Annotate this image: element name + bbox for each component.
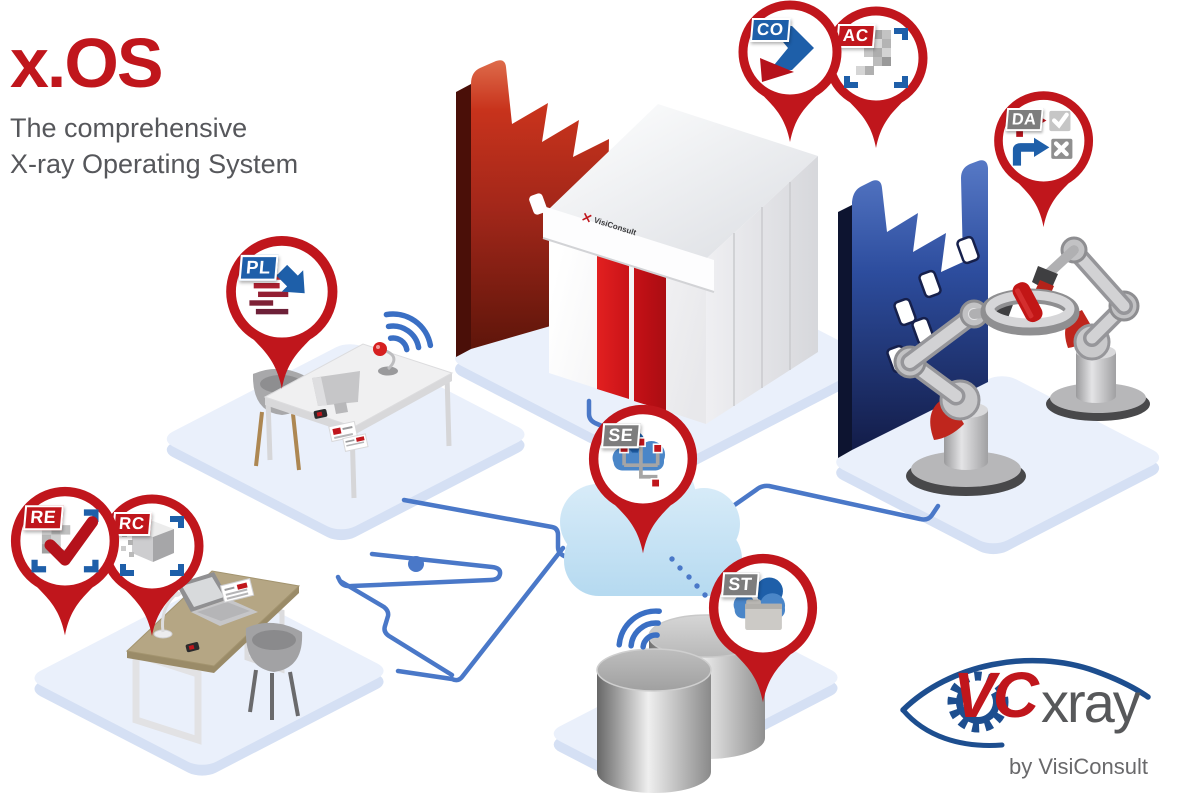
cabinet-door-left: [597, 254, 629, 399]
robot-arms: [893, 236, 1150, 496]
turntable-ring: [980, 282, 1080, 336]
pin-badge: ST: [720, 572, 760, 597]
pin-re: RE: [2, 480, 128, 644]
title-block: x.OS The comprehensive X-ray Operating S…: [10, 28, 298, 183]
vcxray-eye-gear-icon: [900, 657, 1151, 748]
xray-cabinet-building: [542, 104, 818, 424]
pin-badge: PL: [238, 254, 279, 281]
vcxray-logo: VC xray by VisiConsult: [895, 646, 1195, 806]
building-brand-label: VisiConsult: [581, 212, 637, 237]
logo-byline: by VisiConsult: [1009, 754, 1148, 779]
wifi-icon: [383, 311, 434, 353]
desk-lamp: [373, 342, 398, 376]
network-lines: [335, 398, 941, 683]
papers: [313, 409, 369, 452]
pin-co: CO: [730, 0, 850, 150]
wifi-icon-storage: [616, 608, 662, 650]
laptop-desk-chair: [245, 622, 303, 720]
papers: [185, 578, 255, 653]
subtitle-line1: The comprehensive: [10, 113, 248, 143]
cabinet-lintel: [543, 206, 714, 292]
red-test-part: [1012, 282, 1043, 323]
pin-se: SE: [580, 398, 706, 562]
cabinet-door-right: [634, 266, 666, 411]
robot-arm-right: [1032, 236, 1150, 421]
pin-badge: CO: [749, 18, 791, 42]
cloud: [560, 452, 742, 596]
visiconsult-mark-icon: [582, 212, 592, 223]
pin-badge: SE: [600, 423, 641, 448]
blue-factory-silhouette: [838, 160, 988, 458]
logo-xray-text: xray: [1041, 671, 1141, 734]
desktop-monitor: [312, 371, 360, 414]
dotted-link: [669, 556, 708, 598]
pin-st: ST: [700, 547, 826, 711]
robot-arm-left: [893, 296, 1026, 496]
product-name: x.OS: [10, 24, 164, 102]
cloud-folder-icon: [733, 577, 786, 630]
laptop-desk: [125, 570, 303, 745]
logo-vc-text: VC: [953, 659, 1039, 731]
subtitle-line2: X-ray Operating System: [10, 149, 299, 180]
laptop: [176, 572, 258, 626]
network-node-dot: [408, 556, 424, 572]
pin-da: DA: [986, 85, 1101, 235]
pin-badge: RE: [22, 505, 64, 530]
pin-badge: DA: [1005, 108, 1044, 131]
pin-pl: PL: [217, 229, 347, 397]
